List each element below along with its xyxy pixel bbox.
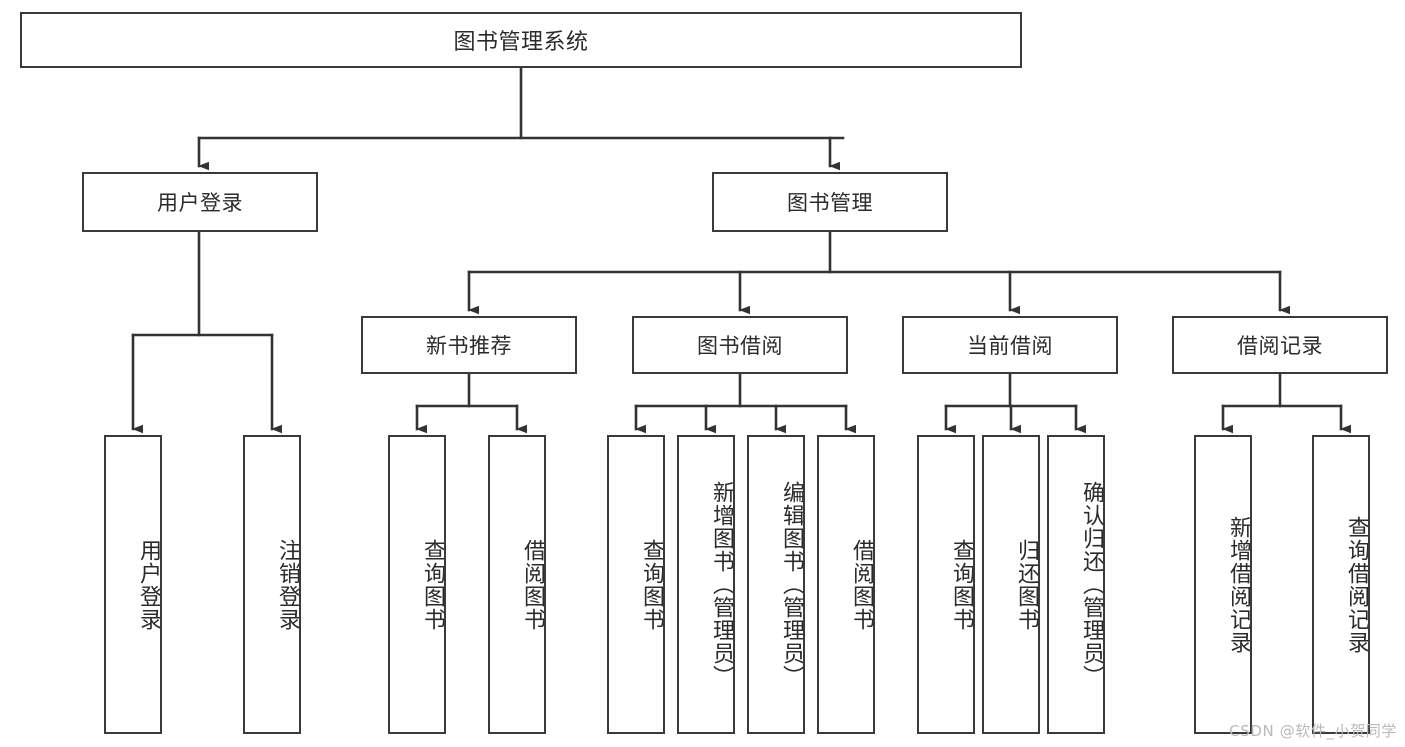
- leaf-user-logout-label: 注销登录: [275, 538, 300, 631]
- leaf-query-book-3[interactable]: 查询图书: [917, 435, 975, 734]
- node-book-management-label: 图书管理: [787, 191, 873, 215]
- node-borrow-record-label: 借阅记录: [1237, 334, 1323, 358]
- leaf-query-book-2-label: 查询图书: [639, 538, 664, 631]
- leaf-user-login-label: 用户登录: [136, 538, 161, 631]
- node-root-label: 图书管理系统: [453, 30, 589, 55]
- leaf-query-book-1-label: 查询图书: [420, 538, 445, 631]
- node-new-book-recommend-label: 新书推荐: [426, 334, 512, 358]
- node-borrow-record[interactable]: 借阅记录: [1172, 316, 1388, 374]
- leaf-add-book-label: 新增图书（管理员）: [709, 481, 734, 688]
- leaf-add-record-label: 新增借阅记录: [1226, 515, 1251, 654]
- leaf-user-logout[interactable]: 注销登录: [243, 435, 301, 734]
- node-book-borrow[interactable]: 图书借阅: [632, 316, 848, 374]
- leaf-confirm-return-label: 确认归还（管理员）: [1079, 481, 1104, 688]
- node-new-book-recommend[interactable]: 新书推荐: [361, 316, 577, 374]
- leaf-borrow-book-2-label: 借阅图书: [849, 538, 874, 631]
- leaf-add-book[interactable]: 新增图书（管理员）: [677, 435, 735, 734]
- node-current-borrow[interactable]: 当前借阅: [902, 316, 1118, 374]
- leaf-return-book[interactable]: 归还图书: [982, 435, 1040, 734]
- watermark: CSDN @软件_小贺同学: [1229, 722, 1397, 740]
- node-book-management[interactable]: 图书管理: [712, 172, 948, 232]
- leaf-borrow-book-1-label: 借阅图书: [520, 538, 545, 631]
- node-user-login-label: 用户登录: [157, 191, 243, 215]
- node-root[interactable]: 图书管理系统: [20, 12, 1022, 68]
- leaf-edit-book[interactable]: 编辑图书（管理员）: [747, 435, 805, 734]
- leaf-confirm-return[interactable]: 确认归还（管理员）: [1047, 435, 1105, 734]
- leaf-query-book-1[interactable]: 查询图书: [388, 435, 446, 734]
- leaf-borrow-book-2[interactable]: 借阅图书: [817, 435, 875, 734]
- node-book-borrow-label: 图书借阅: [697, 334, 783, 358]
- leaf-borrow-book-1[interactable]: 借阅图书: [488, 435, 546, 734]
- node-user-login[interactable]: 用户登录: [82, 172, 318, 232]
- leaf-return-book-label: 归还图书: [1014, 538, 1039, 631]
- leaf-add-record[interactable]: 新增借阅记录: [1194, 435, 1252, 734]
- leaf-query-book-3-label: 查询图书: [949, 538, 974, 631]
- leaf-edit-book-label: 编辑图书（管理员）: [779, 481, 804, 688]
- leaf-user-login[interactable]: 用户登录: [104, 435, 162, 734]
- leaf-query-book-2[interactable]: 查询图书: [607, 435, 665, 734]
- leaf-query-record[interactable]: 查询借阅记录: [1312, 435, 1370, 734]
- node-current-borrow-label: 当前借阅: [967, 334, 1053, 358]
- leaf-query-record-label: 查询借阅记录: [1344, 515, 1369, 654]
